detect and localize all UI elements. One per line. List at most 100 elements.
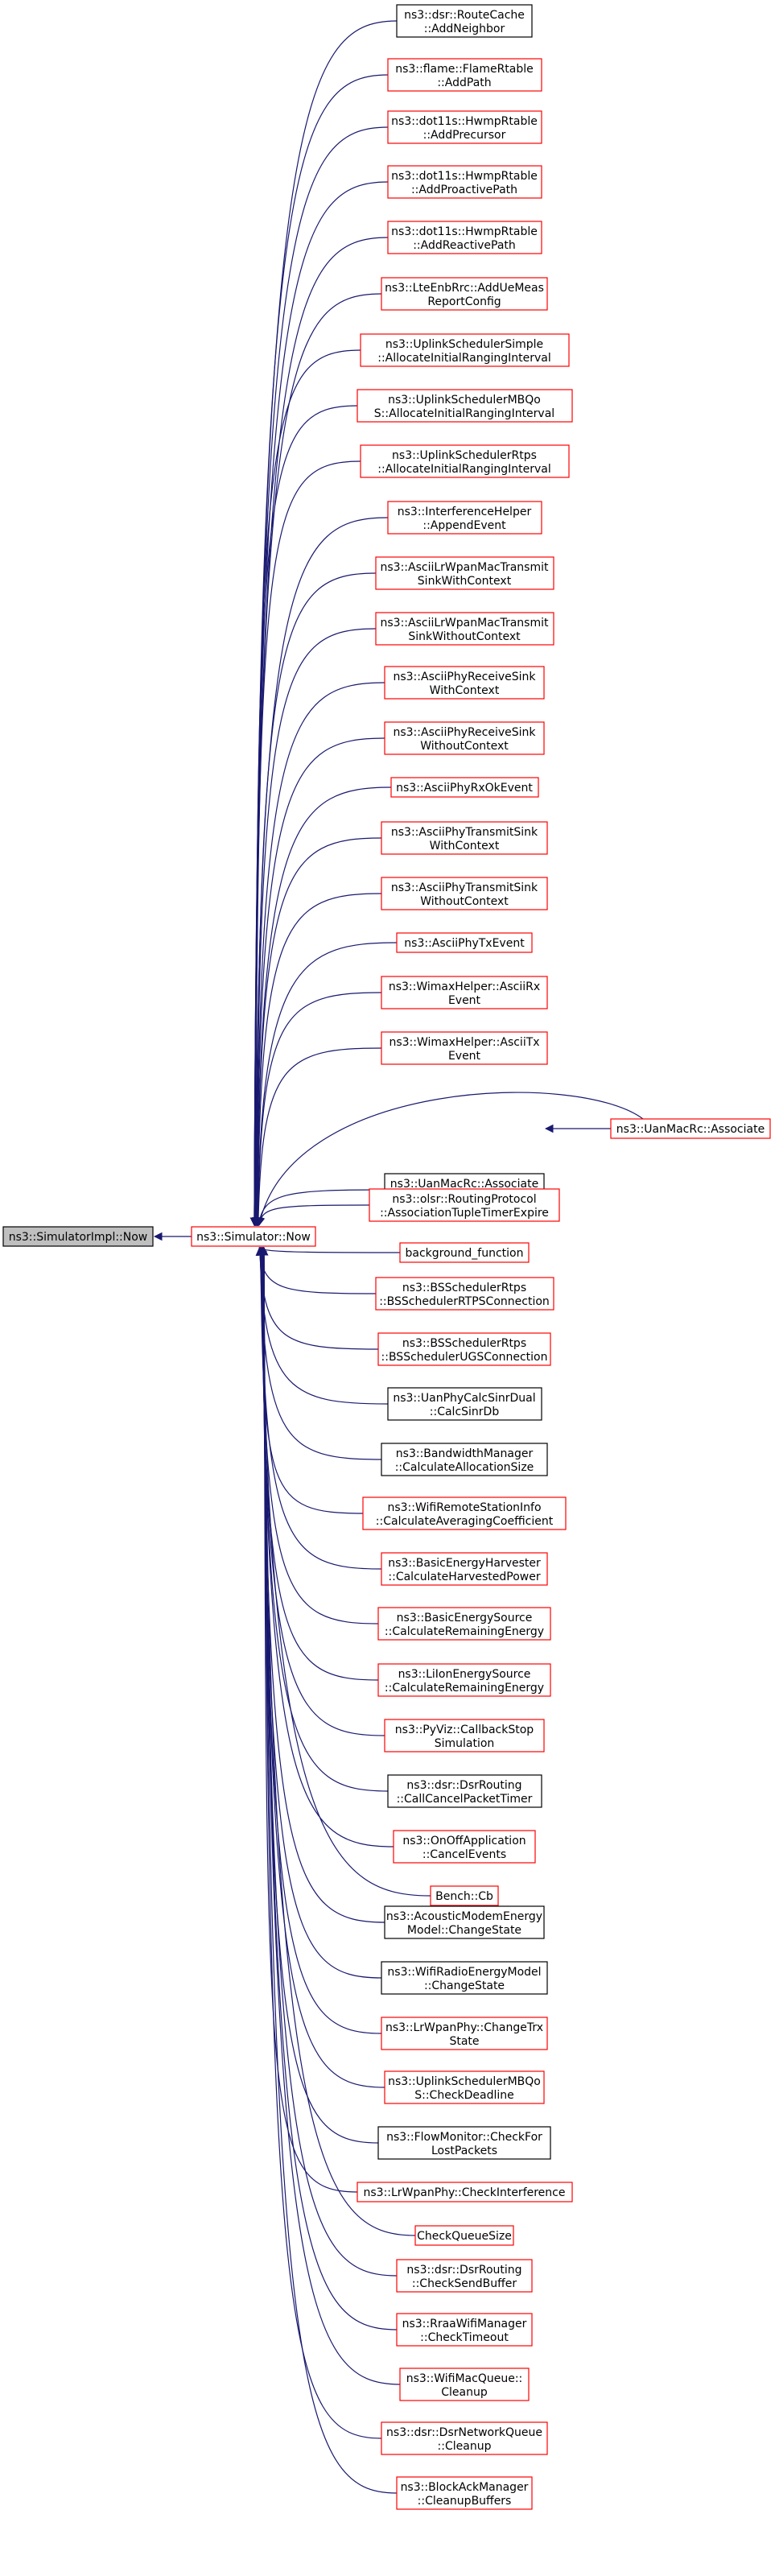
caller-node-c34[interactable]: Bench::Cb	[430, 1885, 499, 1906]
caller-node-c28-label-line: ::CalculateHarvestedPower	[388, 1571, 540, 1583]
caller-node-c17-label-line: ns3::AsciiPhyTxEvent	[404, 937, 525, 950]
caller-node-c23[interactable]: ns3::BSSchedulerRtps::BSSchedulerRTPSCon…	[375, 1277, 554, 1311]
edge-c46-to-hub	[259, 1246, 398, 2494]
edge-c23-to-hub	[255, 1246, 377, 1294]
caller-node-c1[interactable]: ns3::flame::FlameRtable::AddPath	[387, 58, 542, 92]
caller-node-c40[interactable]: ns3::LrWpanPhy::CheckInterference	[357, 2182, 573, 2202]
caller-node-c36[interactable]: ns3::WifiRadioEnergyModel::ChangeState	[381, 1961, 548, 1995]
edge-c18-to-hub	[253, 992, 382, 1227]
caller-node-c11[interactable]: ns3::AsciiLrWpanMacTransmitSinkWithoutCo…	[375, 612, 554, 646]
caller-node-c14-label-line: ns3::AsciiPhyRxOkEvent	[396, 782, 533, 795]
caller-node-c12-label-line: WithContext	[430, 684, 500, 697]
caller-node-c29-label-line: ::CalculateRemainingEnergy	[385, 1625, 544, 1638]
caller-node-c46[interactable]: ns3::BlockAckManager::CleanupBuffers	[396, 2476, 533, 2510]
caller-node-c39-label-line: LostPackets	[431, 2145, 497, 2157]
caller-node-c31-box	[384, 1719, 545, 1752]
caller-node-c9-box	[387, 501, 542, 535]
caller-node-c42[interactable]: ns3::dsr::DsrRouting::CheckSendBuffer	[396, 2259, 533, 2293]
caller-node-c23-label-line: ::BSSchedulerRTPSConnection	[379, 1295, 550, 1308]
caller-node-c3-label-line: ns3::dot11s::HwmpRtable	[391, 170, 538, 183]
caller-node-c7[interactable]: ns3::UplinkSchedulerMBQoS::AllocateIniti…	[357, 389, 573, 423]
caller-node-c11-box	[375, 612, 554, 646]
caller-node-c5-label-line: ReportConfig	[427, 295, 501, 308]
caller-node-c12-label-line: ns3::AsciiPhyReceiveSink	[393, 671, 536, 683]
hub-node[interactable]: ns3::Simulator::Now	[191, 1226, 316, 1247]
caller-node-c32[interactable]: ns3::dsr::DsrRouting::CallCancelPacketTi…	[387, 1774, 542, 1808]
caller-node-c4-box	[387, 221, 542, 254]
caller-node-c46-label-line: ns3::BlockAckManager	[401, 2481, 529, 2494]
caller-node-c0[interactable]: ns3::dsr::RouteCache::AddNeighbor	[396, 4, 533, 38]
caller-node-c2-label-line: ::AddPrecursor	[423, 129, 506, 142]
caller-node-c8[interactable]: ns3::UplinkSchedulerRtps::AllocateInitia…	[360, 444, 570, 478]
caller-node-c36-label-line: ::ChangeState	[424, 1979, 505, 1992]
caller-node-c7-label-line: ns3::UplinkSchedulerMBQo	[388, 394, 541, 407]
caller-node-c26[interactable]: ns3::BandwidthManager::CalculateAllocati…	[381, 1443, 548, 1476]
caller-node-c29[interactable]: ns3::BasicEnergySource::CalculateRemaini…	[377, 1607, 551, 1641]
caller-node-c8-label-line: ns3::UplinkSchedulerRtps	[392, 449, 537, 462]
caller-node-c28[interactable]: ns3::BasicEnergyHarvester::CalculateHarv…	[381, 1552, 548, 1586]
caller-node-c9[interactable]: ns3::InterferenceHelper::AppendEvent	[387, 501, 542, 535]
caller-node-c0-label-line: ns3::dsr::RouteCache	[404, 9, 525, 22]
caller-node-c26-box	[381, 1443, 548, 1476]
caller-node-x0[interactable]: ns3::UanMacRc::Associate	[610, 1118, 771, 1139]
edge-c19-to-hub	[253, 1047, 382, 1227]
caller-node-c14[interactable]: ns3::AsciiPhyRxOkEvent	[390, 777, 539, 798]
caller-node-c12-box	[384, 666, 545, 700]
caller-node-c27[interactable]: ns3::WifiRemoteStationInfo::CalculateAve…	[362, 1496, 567, 1530]
edge-c9-to-hub	[251, 517, 389, 1227]
caller-node-c15-label-line: ns3::AsciiPhyTransmitSink	[391, 826, 538, 839]
caller-node-c45-label-line: ::Cleanup	[438, 2440, 492, 2453]
caller-node-c28-box	[381, 1552, 548, 1586]
caller-node-c5-label-line: ns3::LteEnbRrc::AddUeMeas	[385, 282, 544, 295]
caller-node-c10[interactable]: ns3::AsciiLrWpanMacTransmitSinkWithConte…	[375, 556, 554, 590]
caller-node-c23-label-line: ns3::BSSchedulerRtps	[402, 1282, 526, 1294]
caller-node-c24[interactable]: ns3::BSSchedulerRtps::BSSchedulerUGSConn…	[377, 1332, 551, 1366]
caller-node-c3-box	[387, 165, 542, 199]
caller-node-c33-label-line: ::CancelEvents	[422, 1848, 506, 1861]
caller-node-c30[interactable]: ns3::LiIonEnergySource::CalculateRemaini…	[377, 1663, 551, 1697]
caller-node-c29-box	[377, 1607, 551, 1641]
caller-node-c13-label-line: ns3::AsciiPhyReceiveSink	[393, 726, 536, 739]
caller-node-c16-box	[381, 877, 548, 910]
caller-node-c19-box	[381, 1031, 548, 1065]
caller-node-c25-label-line: ::CalcSinrDb	[430, 1406, 500, 1418]
caller-node-c21-label-line: ::AssociationTupleTimerExpire	[380, 1207, 549, 1220]
caller-node-c25[interactable]: ns3::UanPhyCalcSinrDual::CalcSinrDb	[387, 1387, 542, 1421]
caller-node-c43-box	[396, 2313, 533, 2347]
caller-node-c17[interactable]: ns3::AsciiPhyTxEvent	[396, 932, 533, 953]
caller-node-c21[interactable]: ns3::olsr::RoutingProtocol::AssociationT…	[369, 1188, 560, 1222]
caller-node-c2[interactable]: ns3::dot11s::HwmpRtable::AddPrecursor	[387, 110, 542, 144]
caller-node-c32-label-line: ::CallCancelPacketTimer	[397, 1793, 533, 1806]
caller-node-c3[interactable]: ns3::dot11s::HwmpRtable::AddProactivePat…	[387, 165, 542, 199]
caller-node-c36-box	[381, 1961, 548, 1995]
caller-node-c41[interactable]: CheckQueueSize	[414, 2225, 514, 2246]
root-node[interactable]: ns3::SimulatorImpl::Now	[2, 1226, 154, 1247]
caller-node-c4[interactable]: ns3::dot11s::HwmpRtable::AddReactivePath	[387, 221, 542, 254]
caller-node-c43[interactable]: ns3::RraaWifiManager::CheckTimeout	[396, 2313, 533, 2347]
caller-node-c3-label-line: ::AddProactivePath	[411, 184, 517, 196]
caller-node-c44-box	[399, 2368, 530, 2401]
caller-node-c33[interactable]: ns3::OnOffApplication::CancelEvents	[393, 1830, 536, 1864]
caller-node-c24-box	[377, 1332, 551, 1366]
caller-node-c1-box	[387, 58, 542, 92]
caller-node-c17-box	[396, 932, 533, 953]
caller-node-c25-label-line: ns3::UanPhyCalcSinrDual	[393, 1392, 535, 1405]
caller-node-c35[interactable]: ns3::AcousticModemEnergyModel::ChangeSta…	[384, 1905, 545, 1939]
caller-node-c45[interactable]: ns3::dsr::DsrNetworkQueue::Cleanup	[381, 2421, 548, 2455]
caller-node-c15-label-line: WithContext	[430, 840, 500, 852]
caller-node-c6[interactable]: ns3::UplinkSchedulerSimple::AllocateInit…	[360, 333, 570, 367]
caller-node-c44[interactable]: ns3::WifiMacQueue::Cleanup	[399, 2368, 530, 2401]
caller-node-c22[interactable]: background_function	[399, 1242, 530, 1263]
